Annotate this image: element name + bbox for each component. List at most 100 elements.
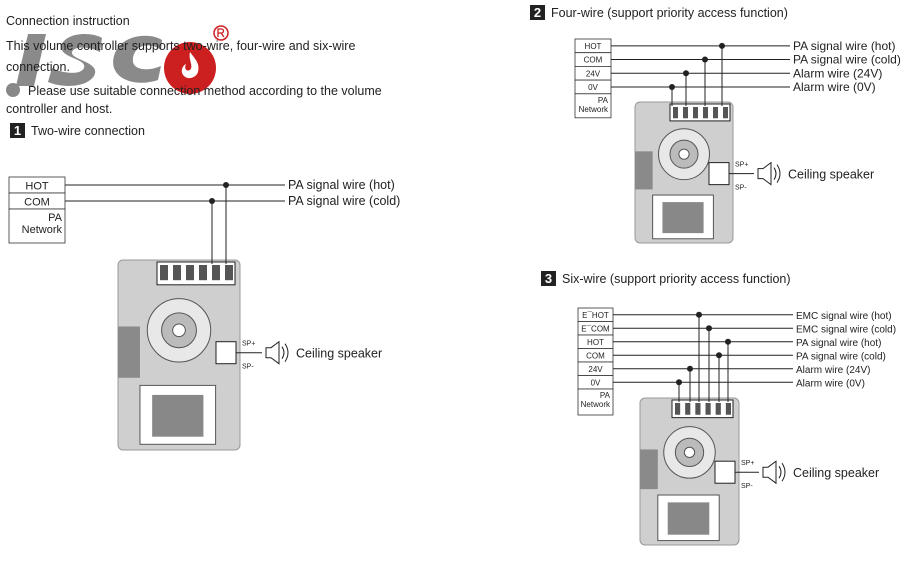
junction-dot <box>696 311 702 318</box>
junction-dot <box>716 352 722 359</box>
speaker-label: Ceiling speaker <box>296 347 382 361</box>
junction-dot <box>683 70 689 77</box>
speaker-connector <box>215 341 237 365</box>
sp-plus-label: SP+ <box>242 341 255 348</box>
junction-dot <box>669 83 675 90</box>
junction-dot <box>209 198 215 204</box>
terminal-label: 0V <box>588 83 598 92</box>
wire-label: Alarm wire (0V) <box>793 80 876 94</box>
terminal-screw <box>725 403 731 415</box>
terminal-label: HOT <box>587 338 604 347</box>
wire-label: EMC signal wire (hot) <box>796 311 892 322</box>
sp-minus-label: SP- <box>242 364 254 371</box>
junction-dot <box>676 379 682 386</box>
junction-dot <box>706 325 712 332</box>
note-text: Please use suitable connection method ac… <box>6 84 382 116</box>
speaker-label: Ceiling speaker <box>793 466 879 480</box>
junction-dot <box>223 182 229 188</box>
sp-plus-label: SP+ <box>735 162 748 169</box>
wire-label: Alarm wire (24V) <box>793 66 882 80</box>
terminal-cell <box>574 93 612 119</box>
speaker-connector <box>714 460 736 484</box>
sp-plus-label: SP+ <box>741 460 754 467</box>
wire-label: Alarm wire (0V) <box>796 378 865 389</box>
registered-mark <box>213 25 229 41</box>
terminal-label: PA <box>598 96 609 105</box>
speaker-label: Ceiling speaker <box>788 168 874 182</box>
terminal-label: PA <box>600 391 611 400</box>
terminal-block <box>671 399 734 419</box>
wire-label: PA signal wire (hot) <box>796 338 881 349</box>
transformer-core <box>667 502 710 535</box>
intro-title: Connection instruction <box>6 14 130 28</box>
terminal-label: COM <box>584 56 603 65</box>
transformer-core <box>662 202 704 234</box>
logo-letter-c <box>113 35 162 83</box>
junction-dot <box>687 365 693 372</box>
terminal-screw <box>693 107 698 119</box>
junction-dot <box>725 338 731 345</box>
junction-dot <box>702 56 708 63</box>
terminal-screw <box>705 403 711 415</box>
junction-dot <box>719 42 725 49</box>
board-panel <box>640 449 658 490</box>
wire-label: PA signal wire (cold) <box>796 351 886 362</box>
speaker-icon <box>762 460 777 485</box>
terminal-label: COM <box>24 197 50 209</box>
terminal-label: HOT <box>25 181 49 193</box>
terminal-cell <box>8 208 66 244</box>
terminal-screw <box>723 107 728 119</box>
flame-icon <box>181 52 199 79</box>
terminal-label: Network <box>581 400 611 409</box>
exclamation-icon <box>6 83 20 97</box>
terminal-screw <box>685 403 691 415</box>
terminal-label: PA <box>48 212 63 224</box>
terminal-label: E¯COM <box>581 324 610 333</box>
wire-label: PA signal wire (cold) <box>288 194 400 208</box>
wire-label: PA signal wire (cold) <box>793 53 901 67</box>
terminal-block <box>156 261 236 286</box>
terminal-label: 24V <box>586 69 601 78</box>
terminal-label: COM <box>586 351 605 360</box>
wire-label: PA signal wire (hot) <box>288 178 395 192</box>
terminal-label: 24V <box>588 365 603 374</box>
terminal-block <box>669 103 731 122</box>
terminal-cell <box>577 388 614 416</box>
terminal-screw <box>212 265 220 281</box>
terminal-label: Network <box>22 224 63 236</box>
terminal-label: Network <box>579 105 609 114</box>
terminal-screw <box>703 107 708 119</box>
watermark-logo <box>16 25 229 94</box>
terminal-screw <box>713 107 718 119</box>
terminal-screw <box>160 265 168 281</box>
intro-note: Please use suitable connection method ac… <box>6 82 416 118</box>
wire-label: PA signal wire (hot) <box>793 39 896 53</box>
logo-letter-i <box>16 34 46 86</box>
sp-minus-label: SP- <box>741 483 753 490</box>
logo-flame-circle <box>164 42 216 94</box>
terminal-screw <box>186 265 194 281</box>
terminal-screw <box>173 265 181 281</box>
wire-label: Alarm wire (24V) <box>796 365 870 376</box>
speaker-icon <box>757 161 772 186</box>
logo-letter-s <box>48 34 102 86</box>
transformer-core <box>152 394 204 437</box>
terminal-label: 0V <box>591 378 601 387</box>
board-panel <box>118 326 140 378</box>
terminal-screw <box>199 265 207 281</box>
speaker-connector <box>708 162 730 186</box>
intro-text: This volume controller supports two-wire… <box>6 39 356 74</box>
terminal-screw <box>675 403 681 415</box>
terminal-screw <box>673 107 678 119</box>
terminal-screw <box>695 403 701 415</box>
terminal-label: HOT <box>585 42 602 51</box>
wire-label: EMC signal wire (cold) <box>796 324 896 335</box>
terminal-screw <box>683 107 688 119</box>
terminal-screw <box>715 403 721 415</box>
sp-minus-label: SP- <box>735 185 747 192</box>
board-panel <box>635 151 653 190</box>
speaker-icon <box>265 340 280 365</box>
